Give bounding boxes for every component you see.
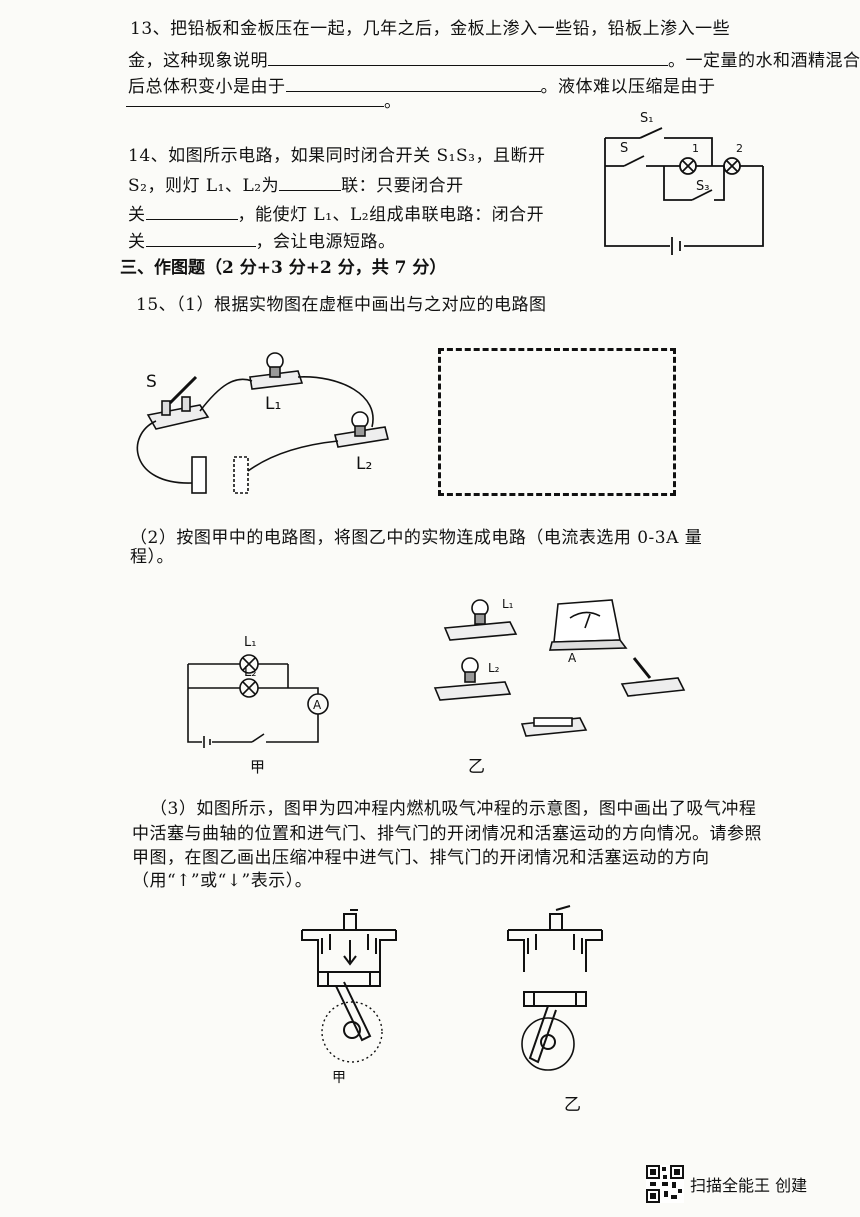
q15-part3-line-4: （用“↑”或“↓”表示）。: [132, 871, 313, 891]
q14-circuit-diagram: S₁ S S₃ 1 2: [604, 111, 764, 255]
q14-line-3: 关，能使灯 L₁、L₂组成串联电路：闭合开: [128, 203, 545, 225]
q15-part3-label-jia: 甲: [332, 1070, 346, 1086]
q15-part2-line-1: （2）按图甲中的电路图，将图乙中的实物连成电路（电流表选用 0-3A 量: [130, 528, 703, 548]
q13-line-3: 后总体积变小是由于。液体难以压缩是由于: [128, 75, 716, 97]
q14-blank-1[interactable]: [279, 174, 342, 191]
q13-line-1: 13、把铅板和金板压在一起，几年之后，金板上渗入一些铅，铅板上渗入一些: [130, 19, 731, 39]
q15-part2-yi-label-a: A: [568, 651, 577, 665]
q15-part1-label-l2: L₂: [356, 454, 372, 474]
q15-part2-circuit-jia: A L₁ L₂ 甲: [187, 635, 329, 776]
q15-part2-ammeter-symbol: A: [313, 698, 322, 712]
q15-part2-label-l1: L₁: [244, 635, 256, 650]
q15-part3-line-2: 中活塞与曲轴的位置和进气门、排气门的开闭情况和活塞运动的方向情况。请参照: [132, 824, 762, 844]
scanner-watermark: 扫描全能王 创建: [646, 1165, 807, 1203]
q15-part2-line-2: 程）。: [130, 547, 174, 567]
q15-part1-physical-circuit: S L₁ L₂: [136, 352, 389, 494]
q14-blank-2[interactable]: [145, 203, 238, 220]
qr-code-icon: [646, 1165, 684, 1203]
q14-line-1: 14、如图所示电路，如果同时闭合开关 S₁S₃，且断开: [128, 146, 546, 166]
q14-line-2: S₂，则灯 L₁、L₂为联：只要闭合开: [128, 174, 464, 196]
q15-part2-label-yi: 乙: [468, 757, 485, 777]
q15-part2-yi-label-l2: L₂: [488, 661, 500, 675]
watermark-text: 扫描全能王 创建: [690, 1176, 808, 1195]
q14-line-4: 关，会让电源短路。: [128, 230, 396, 252]
q15-part3-label-yi: 乙: [564, 1095, 581, 1115]
q13-blank-2[interactable]: [285, 75, 541, 92]
q15-part1-text: 15、（1）根据实物图在虚框中画出与之对应的电路图: [136, 295, 547, 315]
q15-part1-answer-box[interactable]: [438, 348, 676, 496]
q15-part3-engine-yi: 乙: [507, 905, 603, 1115]
q13-line-2: 金，这种现象说明。一定量的水和酒精混合: [128, 49, 860, 71]
q15-part2-yi-label-l1: L₁: [502, 597, 514, 611]
q14-label-l2: 2: [736, 142, 743, 155]
q14-label-s1: S₁: [640, 111, 653, 126]
q15-part3-engine-jia: 甲: [301, 909, 397, 1086]
q15-part2-physical-parts-yi: L₁ L₂ A 乙: [433, 597, 686, 777]
q14-label-s2: S: [620, 141, 628, 156]
q14-blank-3[interactable]: [145, 230, 256, 247]
q14-label-s3: S₃: [696, 179, 709, 194]
q15-part2-label-l2: L₂: [244, 665, 256, 680]
q15-part3-line-1: （3）如图所示，图甲为四冲程内燃机吸气冲程的示意图，图中画出了吸气冲程: [150, 799, 757, 819]
q15-part1-label-s: S: [146, 372, 157, 392]
section-3-title: 三、作图题（2 分+3 分+2 分，共 7 分）: [120, 258, 447, 278]
q13-blank-3[interactable]: [126, 90, 384, 107]
q14-label-l1: 1: [692, 142, 699, 155]
q13-line-4: 。: [126, 90, 402, 113]
q13-blank-1[interactable]: [268, 49, 668, 66]
q15-part2-label-jia: 甲: [250, 758, 265, 776]
q15-part1-label-l1: L₁: [265, 394, 281, 414]
q15-part3-line-3: 甲图，在图乙画出压缩冲程中进气门、排气门的开闭情况和活塞运动的方向: [132, 848, 710, 868]
